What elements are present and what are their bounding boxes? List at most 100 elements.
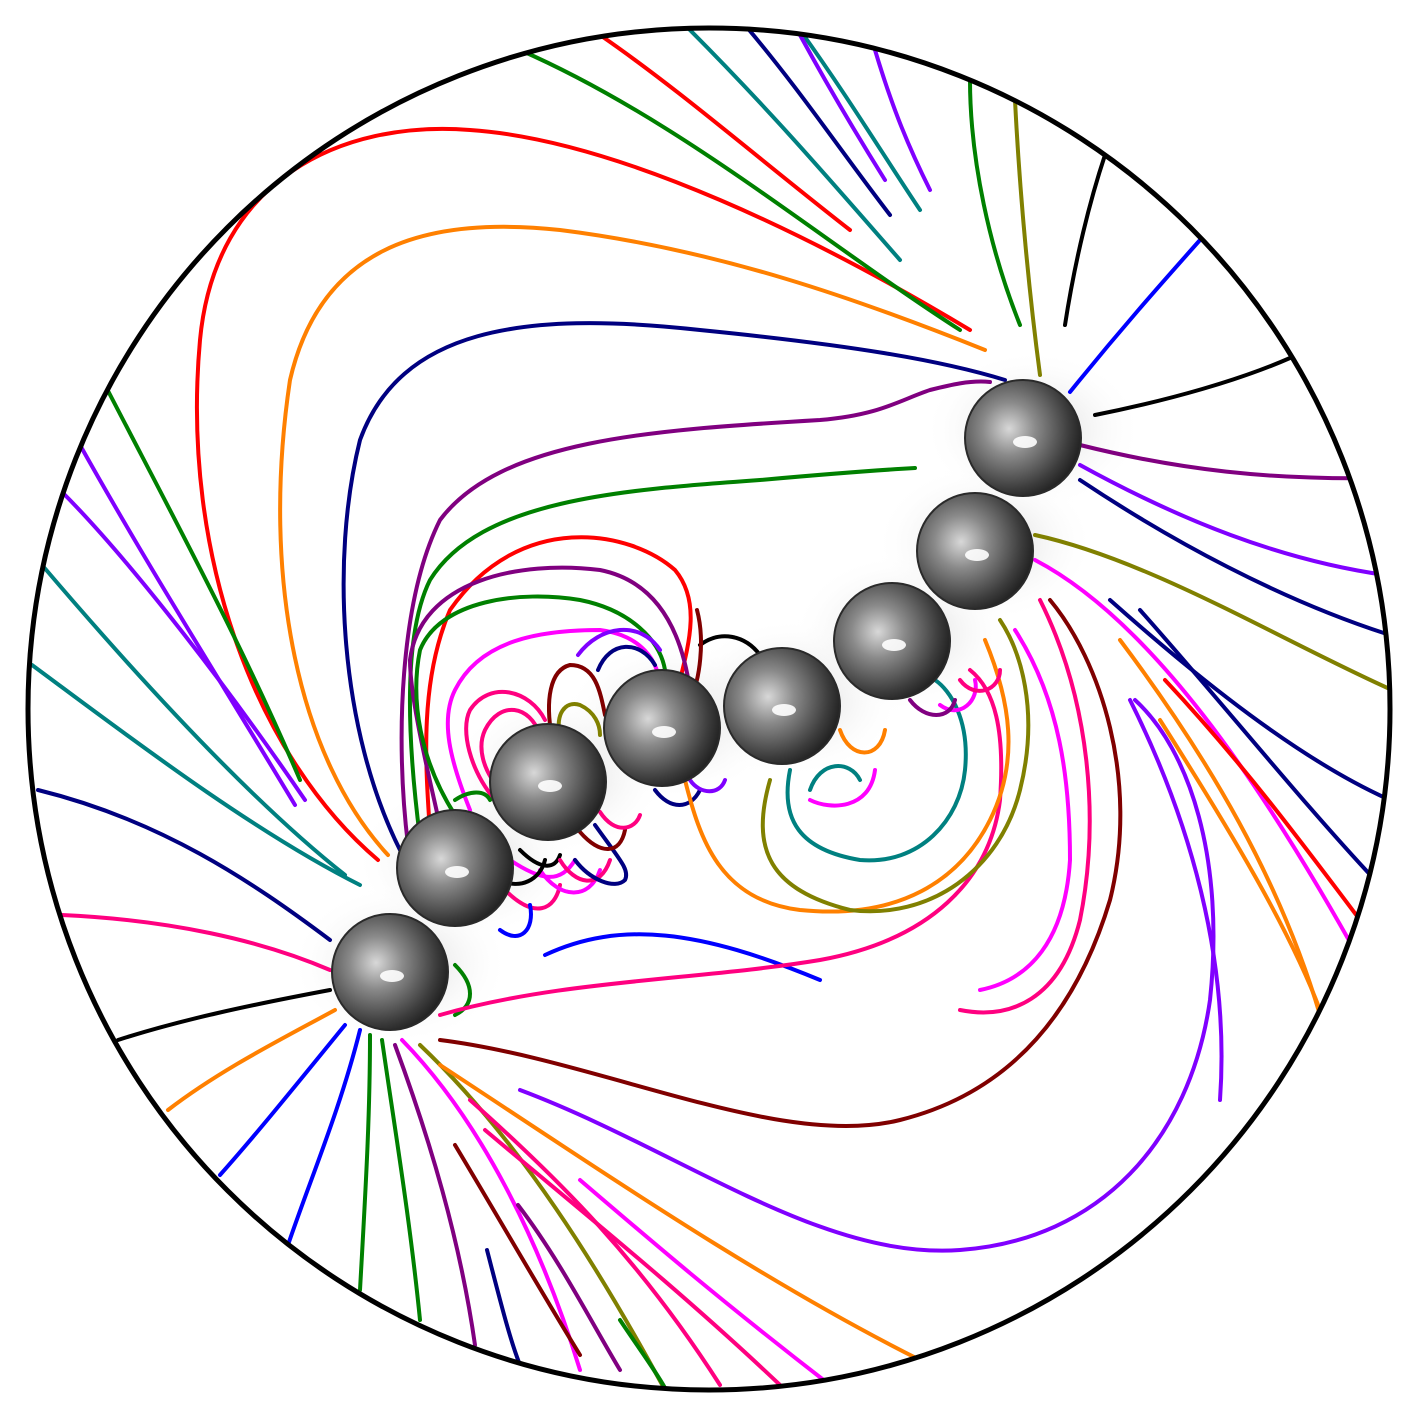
field-line: [653, 788, 702, 807]
field-line: [380, 1038, 422, 1322]
field-line: [798, 29, 922, 212]
field-line: [1033, 533, 1389, 692]
field-line: [508, 858, 577, 879]
field-line: [838, 728, 887, 755]
field-line: [518, 848, 562, 868]
field-line: [698, 634, 762, 657]
field-line: [1068, 238, 1202, 394]
field-line: [688, 778, 727, 794]
field-line: [483, 1128, 782, 1387]
sphere-highlight: [772, 704, 796, 716]
steel-sphere: [603, 669, 721, 787]
sphere-highlight: [652, 726, 676, 738]
field-line: [424, 535, 693, 834]
field-line: [1163, 678, 1362, 922]
field-line: [518, 48, 962, 332]
field-line: [1108, 598, 1389, 802]
field-line: [418, 1043, 667, 1389]
field-line: [30, 663, 362, 887]
field-line: [60, 913, 332, 972]
field-line: [785, 678, 968, 863]
field-line: [547, 662, 607, 740]
field-line: [408, 466, 917, 840]
field-line: [683, 29, 902, 262]
field-line: [958, 668, 1002, 693]
steel-sphere: [396, 809, 514, 927]
field-line: [438, 668, 1004, 1017]
sphere-highlight: [882, 639, 906, 651]
field-line: [103, 383, 302, 782]
field-line: [683, 638, 1011, 914]
field-line: [218, 1023, 347, 1177]
sphere-highlight: [538, 780, 562, 792]
field-line: [958, 598, 1092, 1015]
field-line: [278, 224, 987, 857]
field-line: [576, 627, 662, 657]
field-line: [393, 1043, 477, 1347]
field-line: [358, 1033, 372, 1292]
field-line: [516, 1203, 622, 1372]
field-line: [414, 594, 667, 817]
field-line: [60, 490, 307, 802]
field-line: [1078, 478, 1389, 637]
steel-sphere: [833, 582, 951, 700]
field-line: [468, 1098, 722, 1387]
field-line: [40, 563, 347, 877]
field-line: [1078, 443, 1382, 481]
field-line: [78, 443, 297, 807]
field-line: [1063, 153, 1107, 327]
sphere-chain: [331, 379, 1082, 1031]
field-line: [503, 883, 562, 911]
sphere-highlight: [965, 549, 989, 561]
field-line: [479, 708, 542, 797]
field-line: [464, 690, 547, 802]
field-line: [1138, 608, 1377, 882]
field-line: [116, 988, 332, 1042]
field-line: [453, 790, 492, 802]
field-line: [558, 858, 612, 883]
field-line: [578, 828, 627, 851]
field-line: [1093, 356, 1292, 417]
field-line: [808, 764, 862, 792]
field-line: [1013, 98, 1042, 377]
field-line: [453, 963, 472, 1017]
circular-field-boundary: [25, 25, 1393, 1393]
field-line: [1118, 638, 1322, 1017]
field-line: [453, 1143, 582, 1357]
field-line: [341, 321, 1007, 852]
field-line: [543, 932, 822, 982]
field-line: [438, 1063, 922, 1362]
field-line: [1128, 698, 1224, 1102]
field-line: [166, 1008, 337, 1112]
field-line: [618, 1318, 667, 1389]
field-line: [1033, 558, 1362, 962]
field-line: [399, 379, 992, 847]
field-line: [1078, 463, 1387, 577]
sphere-highlight: [1013, 436, 1037, 448]
steel-sphere: [964, 379, 1082, 497]
field-line: [578, 1178, 832, 1387]
sphere-highlight: [445, 866, 469, 878]
field-line: [968, 78, 1022, 327]
steel-sphere: [916, 492, 1034, 610]
field-line: [760, 618, 1031, 914]
field-line: [938, 678, 978, 713]
sphere-highlight: [380, 970, 404, 982]
field-line: [598, 33, 852, 232]
field-line: [485, 1248, 522, 1367]
field-line: [518, 698, 1216, 1253]
field-line: [808, 768, 877, 808]
field-line: [556, 702, 602, 737]
field-line: [438, 598, 1123, 1129]
field-line: [873, 48, 932, 192]
field-line: [596, 644, 657, 672]
steel-sphere: [331, 913, 449, 1031]
field-line: [400, 1038, 582, 1372]
field-line: [978, 628, 1073, 992]
steel-sphere: [489, 723, 607, 841]
field-line: [498, 903, 533, 938]
field-line: [445, 627, 662, 812]
field-line: [798, 33, 887, 182]
field-line: [286, 1028, 362, 1247]
